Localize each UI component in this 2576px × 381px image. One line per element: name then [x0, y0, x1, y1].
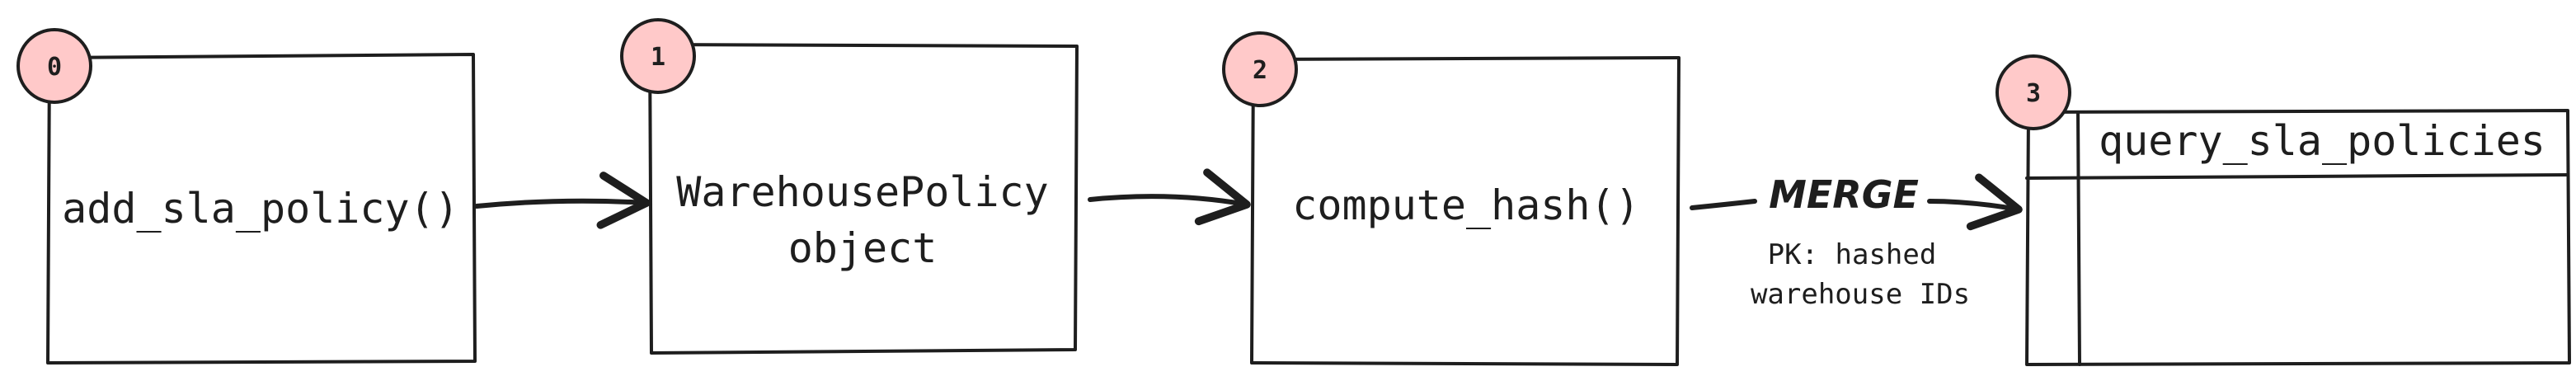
step-3-table-header-divider: [2025, 173, 2569, 180]
step-1-warehouse-policy[interactable]: WarehousePolicy object 1: [620, 18, 1079, 355]
arrow-0-to-1: [474, 172, 651, 229]
step-0-badge-number: 0: [47, 53, 62, 82]
merge-note-line-1: PK: hashed: [1768, 238, 1937, 271]
step-0-box: [46, 53, 477, 365]
step-2-compute-hash[interactable]: compute_hash() 2: [1222, 31, 1681, 366]
merge-label: MERGE: [1769, 172, 1919, 217]
step-3-label: query_sla_policies: [2099, 117, 2545, 165]
step-3-query-sla-policies-table[interactable]: query_sla_policies 3: [1995, 54, 2571, 366]
step-2-badge: [1222, 31, 1298, 107]
step-1-box: [648, 43, 1079, 355]
step-3-badge: [1995, 54, 2071, 130]
step-0-label: add_sla_policy(): [62, 185, 459, 233]
arrow-2-to-3-left: [1690, 199, 1757, 210]
arrow-2-to-3-right: [1927, 173, 2023, 231]
arrow-1-to-2: [1088, 168, 1251, 226]
step-1-badge: [620, 18, 696, 94]
step-0-badge: [16, 28, 92, 104]
step-1-label-line-1: WarehousePolicy: [676, 168, 1049, 216]
merge-note-line-2: warehouse IDs: [1751, 278, 1970, 311]
step-3-badge-number: 3: [2026, 79, 2041, 108]
step-1-label-line-2: object: [788, 224, 938, 272]
step-0-add-sla-policy[interactable]: add_sla_policy() 0: [16, 28, 477, 365]
step-3-table-column-divider: [2076, 111, 2081, 366]
step-2-box: [1250, 56, 1681, 366]
merge-edge: MERGE PK: hashed warehouse IDs: [1690, 172, 2023, 311]
step-1-badge-number: 1: [651, 43, 665, 72]
step-2-label: compute_hash(): [1292, 181, 1639, 229]
step-2-badge-number: 2: [1253, 56, 1267, 85]
